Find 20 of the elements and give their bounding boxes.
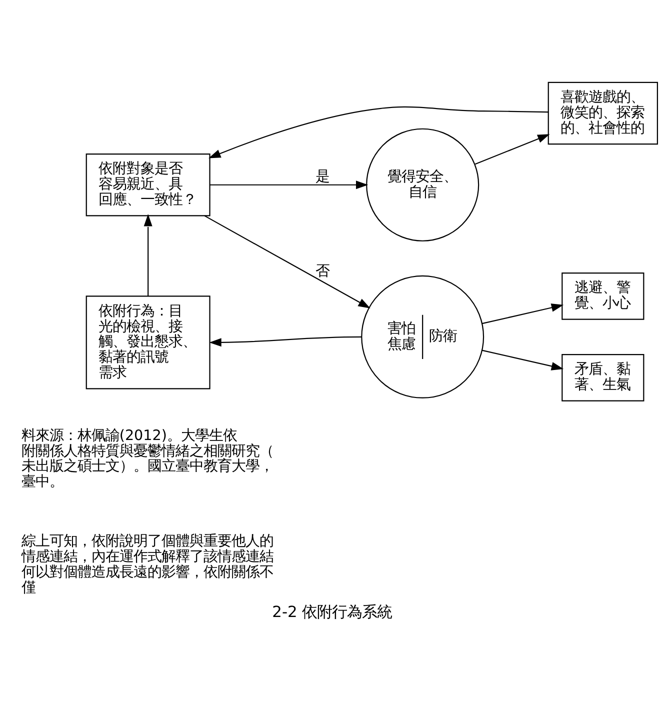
node-box: 依附行為：目光的檢視、接觸、發出懇求、黏著的訊號需求 [86,295,210,389]
node-box: 依附對象是否容易親近、具回應、一致性？ [86,152,210,216]
arrow [209,336,362,346]
arrow [210,180,368,189]
arrow [144,214,152,296]
node-circle: 覺得安全、自信 [366,128,480,241]
arrow [204,214,370,308]
arrow [482,302,564,324]
edge-label: 否 [316,263,330,280]
node-box: 矛盾、黏著、生氣 [562,354,644,401]
arrow [482,349,564,370]
arrow [475,134,550,164]
label: 料來源：林佩諭(2012)。大學生依附關係人格特質與憂鬱情緒之相關研究（未出版之碩士文）。國立臺中教育大學，臺中。 [21,427,274,490]
node-circle: 害怕焦慮 防衛 [361,274,484,398]
node-box: 逃避、警覺、小心 [562,272,644,320]
edge-label: 是 [316,168,330,184]
arrow [208,106,548,158]
node-box: 喜歡遊戲的、微笑的、探索的、社會性的 [548,81,658,144]
caption: 2-2 依附行為系統 [272,602,392,620]
label: 綜上可知，依附說明了個體與重要他人的情感連結，內在運作式解釋了該情感連結何以對個體造成長遠的影響，依附關係不僅 [21,533,274,596]
